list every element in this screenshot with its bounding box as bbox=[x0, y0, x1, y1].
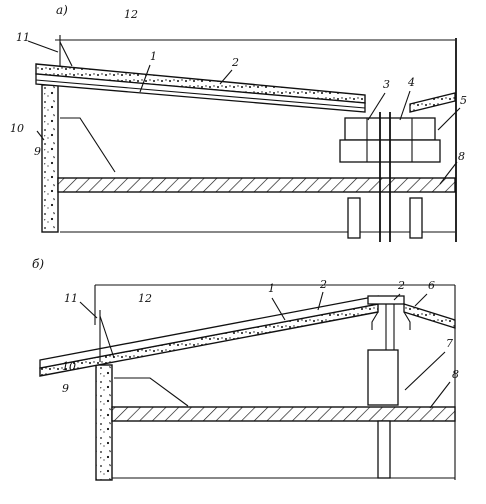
label-b-2: 2 bbox=[319, 278, 327, 291]
label-a-12: 12 bbox=[124, 8, 138, 21]
label-a-10: 10 bbox=[10, 122, 24, 135]
label-b-11: 11 bbox=[64, 292, 78, 305]
label-a-5: 5 bbox=[460, 94, 467, 107]
column-7-b bbox=[367, 349, 399, 406]
left-wall-b bbox=[95, 364, 113, 481]
label-a-11: 11 bbox=[16, 31, 30, 44]
label-a-2: 2 bbox=[231, 56, 239, 69]
label-a-3: 3 bbox=[383, 78, 390, 91]
ridge-cap-b bbox=[367, 295, 405, 305]
panel-a: а) 12 11 1 2 3 4 5 10 9 8 bbox=[10, 3, 467, 242]
label-b-10: 10 bbox=[62, 360, 76, 373]
label-a-1: 1 bbox=[150, 50, 157, 63]
label-b-7: 7 bbox=[446, 337, 453, 350]
label-b-8: 8 bbox=[452, 368, 459, 381]
panel-b: б) 11 12 1 2 2 6 7 10 9 8 bbox=[32, 257, 459, 481]
ceiling-slab-b bbox=[111, 406, 456, 422]
roof-layer-a bbox=[35, 73, 366, 113]
label-b-2b: 2 bbox=[397, 279, 405, 292]
label-b-6: 6 bbox=[428, 279, 435, 292]
label-a-8: 8 bbox=[458, 150, 465, 163]
left-wall-a bbox=[41, 84, 59, 233]
roof-slab-b bbox=[39, 303, 379, 377]
label-b-12: 12 bbox=[138, 292, 152, 305]
ceiling-slab-a bbox=[57, 177, 456, 193]
label-b-1: 1 bbox=[268, 282, 275, 295]
panel-a-label: а) bbox=[56, 3, 68, 17]
label-a-9: 9 bbox=[34, 145, 41, 158]
roof-slab-right-a bbox=[409, 92, 456, 113]
panel-b-label: б) bbox=[32, 257, 44, 271]
label-b-9: 9 bbox=[62, 382, 69, 395]
label-a-4: 4 bbox=[407, 76, 415, 89]
roof-slab-right-b bbox=[403, 303, 456, 329]
